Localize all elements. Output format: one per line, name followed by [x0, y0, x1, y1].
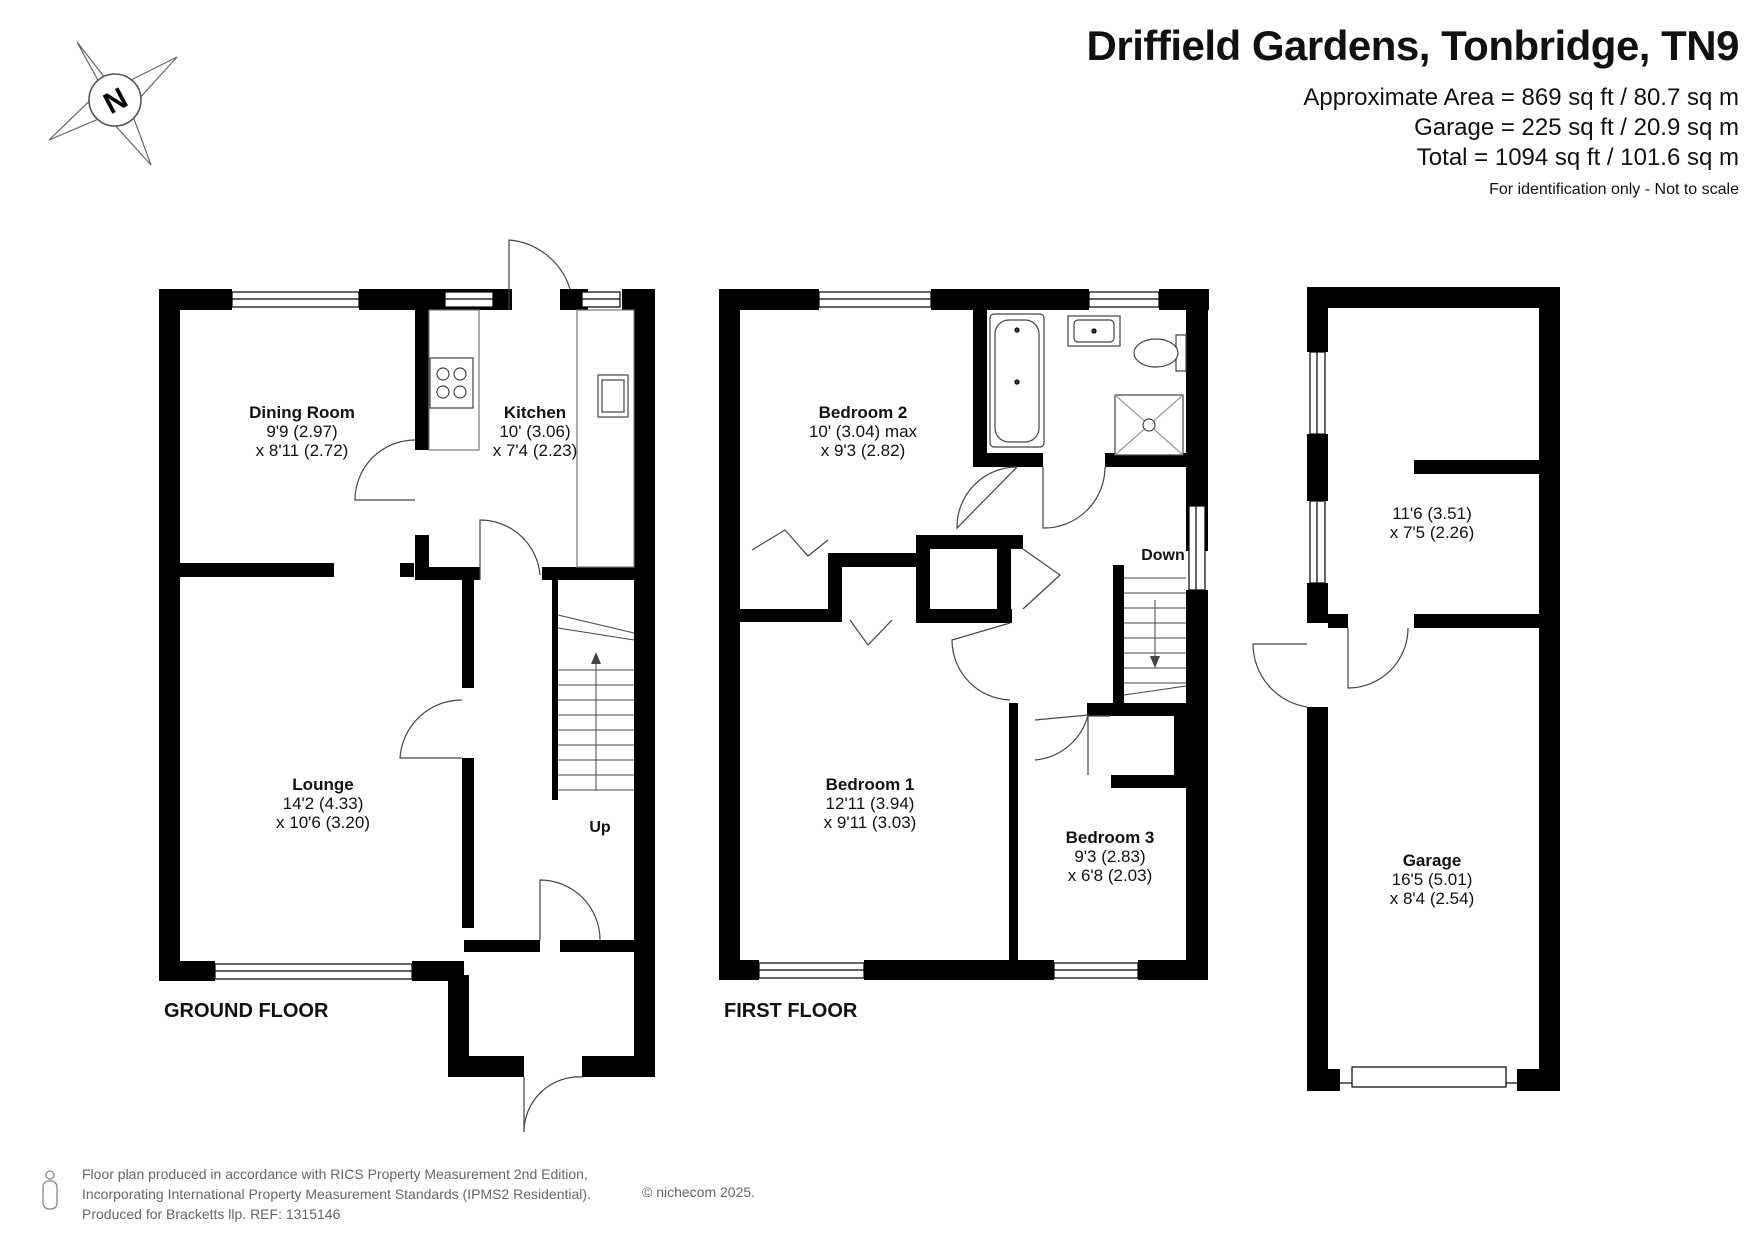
first-floor-label: FIRST FLOOR: [724, 1000, 858, 1022]
room-dim2-bedroom1: x 9'11 (3.03): [824, 813, 917, 832]
room-dim1-kitchen: 10' (3.06): [499, 422, 570, 441]
room-name-garage: Garage: [1403, 851, 1462, 870]
room-dim1-bedroom3: 9'3 (2.83): [1074, 847, 1145, 866]
approximate-area-text: Approximate Area = 869 sq ft / 80.7 sq m: [1303, 84, 1739, 111]
room-dim1-bedroom2: 10' (3.04) max: [809, 422, 918, 441]
room-dim2-garage: x 8'4 (2.54): [1390, 889, 1475, 908]
first-floor-details: [751, 291, 1206, 979]
footer-line-3: Produced for Bracketts llp. REF: 1315146: [82, 1206, 341, 1222]
ground-floor-details: [214, 239, 635, 1133]
footer-notes: Floor plan produced in accordance with R…: [82, 1164, 591, 1224]
room-dim2-bedroom3: x 6'8 (2.03): [1068, 866, 1153, 885]
person-scale-icon: [42, 1170, 58, 1210]
disclaimer-text: For identification only - Not to scale: [1489, 181, 1739, 198]
room-dim2-dining: x 8'11 (2.72): [256, 441, 349, 460]
room-dim2-lounge: x 10'6 (3.20): [276, 813, 370, 832]
room-name-bedroom1: Bedroom 1: [826, 775, 915, 794]
ground-floor-plan: [159, 289, 655, 1077]
copyright-text: © nichecom 2025.: [642, 1184, 756, 1200]
room-dim1-garage-rear: 11'6 (3.51): [1392, 504, 1471, 523]
room-dim1-lounge: 14'2 (4.33): [283, 794, 364, 813]
total-area-text: Total = 1094 sq ft / 101.6 sq m: [1416, 144, 1739, 171]
room-dim2-bedroom2: x 9'3 (2.82): [821, 441, 906, 460]
first-floor-plan: [719, 289, 1209, 980]
ground-floor-label: GROUND FLOOR: [164, 1000, 329, 1022]
room-name-lounge: Lounge: [292, 775, 353, 794]
north-arrow-icon: N: [48, 41, 178, 166]
room-dim1-dining: 9'9 (2.97): [266, 422, 337, 441]
room-dim1-garage: 16'5 (5.01): [1392, 870, 1473, 889]
room-dim1-bedroom1: 12'11 (3.94): [826, 794, 915, 813]
room-name-bedroom2: Bedroom 2: [819, 403, 908, 422]
stairs-down-label: Down: [1141, 547, 1185, 564]
garage-plan: [1307, 287, 1560, 1091]
garage-area-text: Garage = 225 sq ft / 20.9 sq m: [1414, 114, 1739, 141]
page-title: Driffield Gardens, Tonbridge, TN9: [1086, 22, 1740, 69]
room-dim2-kitchen: x 7'4 (2.23): [493, 441, 578, 460]
stairs-up-label: Up: [589, 819, 611, 836]
footer-line-2: Incorporating International Property Mea…: [82, 1186, 591, 1202]
room-name-dining: Dining Room: [249, 403, 355, 422]
room-name-kitchen: Kitchen: [504, 403, 566, 422]
garage-details: [1252, 351, 1517, 1088]
room-dim2-garage-rear: x 7'5 (2.26): [1390, 523, 1475, 542]
footer-line-1: Floor plan produced in accordance with R…: [82, 1166, 588, 1182]
room-name-bedroom3: Bedroom 3: [1066, 828, 1155, 847]
